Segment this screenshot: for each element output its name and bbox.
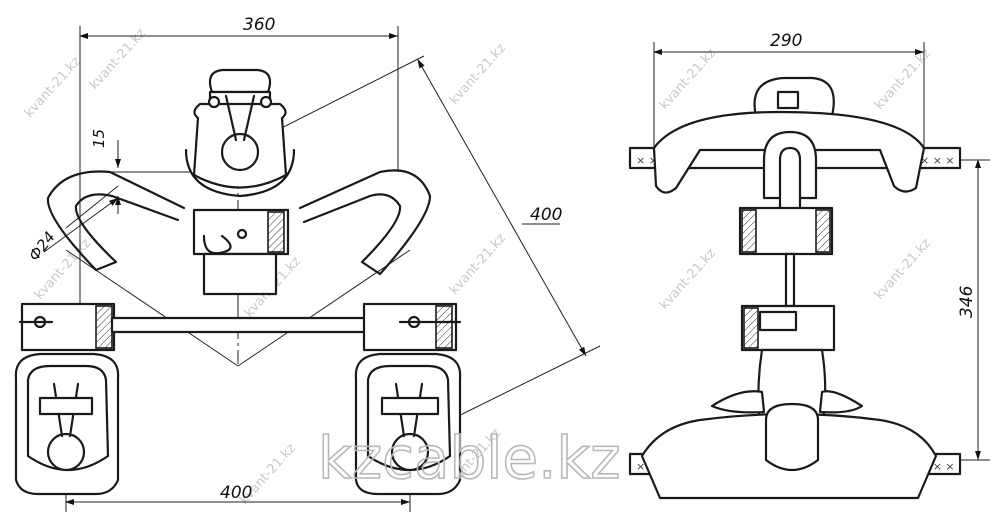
watermark-brand: kzcable.kz [318, 424, 621, 492]
u-bolt-rods [46, 169, 432, 276]
watermark-site-4: kvant-21.kz [447, 41, 509, 108]
top-suspension-clamp [184, 68, 296, 296]
side-center-link [738, 130, 836, 352]
bottom-left-clamp [14, 352, 120, 496]
dimension-top-width: 360 [79, 15, 399, 250]
dimension-label-top-width: 360 [243, 15, 275, 35]
dimension-label-diagonal: 400 [530, 205, 562, 225]
dimension-pin-offset: 15 [90, 129, 190, 214]
watermark-site-10: kvant-21.kz [657, 246, 719, 313]
dimension-label-pin-offset: 15 [90, 129, 108, 148]
yoke-bar [18, 296, 462, 352]
dimension-label-bottom-spacing: 400 [220, 483, 252, 503]
watermark-site-9: kvant-21.kz [872, 46, 934, 113]
dimension-side-height: 346 [900, 159, 990, 461]
dimension-label-rod-diameter: Ф24 [25, 228, 59, 264]
watermark-site-11: kvant-21.kz [872, 236, 934, 303]
dimension-label-side-height: 346 [957, 285, 977, 318]
svg-text:× × ×: × × × [920, 154, 955, 167]
watermark-site-8: kvant-21.kz [657, 46, 719, 113]
watermark-site-1: kvant-21.kz [22, 54, 84, 121]
dimension-side-width: 290 [653, 31, 925, 160]
watermark-site-7: kvant-21.kz [447, 231, 509, 298]
dimension-label-side-width: 290 [770, 31, 802, 51]
side-bottom-saddle [640, 348, 938, 500]
side-top-saddle [652, 76, 926, 194]
bottom-right-clamp [354, 352, 462, 496]
